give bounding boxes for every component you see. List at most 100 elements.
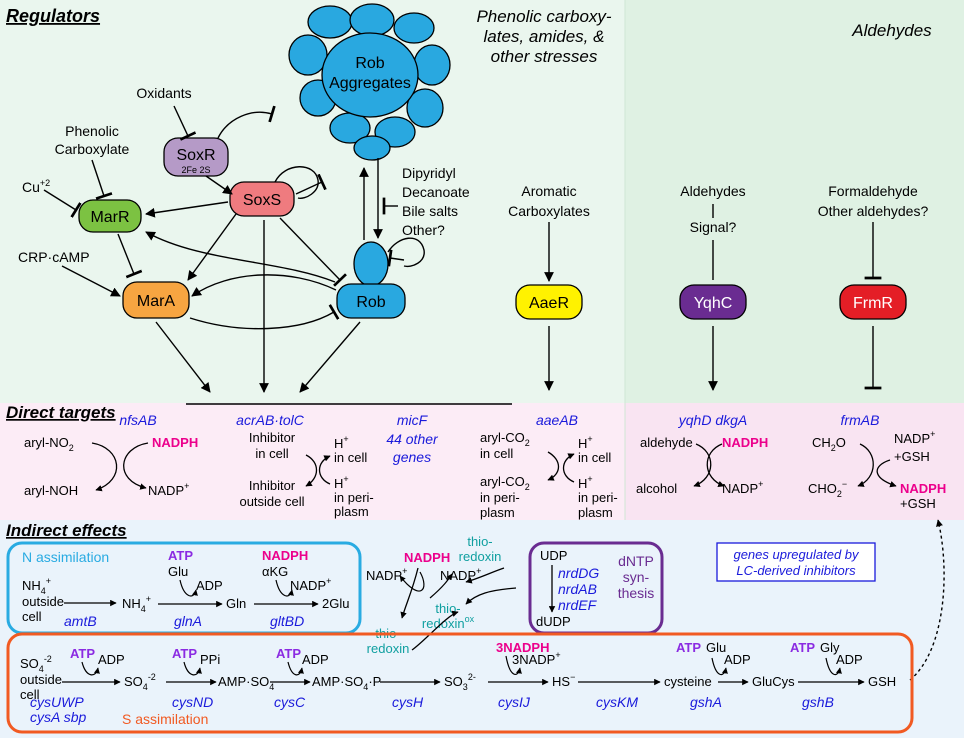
gene-cysuwp: cysUWP [30,694,84,710]
svg-text:NH4+: NH4+ [22,576,51,596]
svg-text:NADP+: NADP+ [366,566,407,583]
svg-text:αKG: αKG [262,564,288,579]
gene-gsha: gshA [690,694,722,710]
svg-text:cell: cell [20,687,40,702]
dudp-label: dUDP [536,614,571,629]
mara-node [122,281,190,319]
soxr-cluster-label: 2Fe 2S [181,165,210,175]
svg-text:NADPH: NADPH [262,548,308,563]
svg-text:outside: outside [20,672,62,687]
svg-text:Phenolic carboxy-: Phenolic carboxy- [476,7,611,26]
svg-text:lates, amides, &: lates, amides, & [484,27,605,46]
regulatory-edges [43,105,882,405]
aromatic-carboxylates-label-2: Carboxylates [508,203,590,219]
yqhd-reaction: aldehyde NADPH alcohol NADP+ [636,435,768,496]
frmr-node [839,284,907,320]
gene-aaeab: aaeAB [536,412,578,428]
svg-text:in cell: in cell [480,446,513,461]
gene-nrdef: nrdEF [558,597,598,613]
formaldehyde-label: Formaldehyde [828,183,918,199]
svg-text:ATP: ATP [276,646,301,661]
copper-label: Cu+2 [22,178,50,195]
svg-text:redoxinox: redoxinox [422,614,475,631]
svg-text:3NADP+: 3NADP+ [512,650,561,667]
svg-text:2Glu: 2Glu [322,596,349,611]
svg-text:HS−: HS− [552,672,575,689]
svg-text:3NADPH: 3NADPH [496,640,549,655]
n-assimilation-pathway: NH4+ outside cell NH4+ ATP Glu ADP Gln N… [22,548,349,624]
yqhc-node [679,284,747,320]
other-genes-2: genes [393,449,431,465]
s-assimilation-title: S assimilation [122,711,208,727]
svg-text:AMP·SO4·P: AMP·SO4·P [312,674,381,692]
svg-text:ATP: ATP [70,646,95,661]
legend-line-2: LC-derived inhibitors [736,563,856,578]
marr-label: MarR [90,209,129,226]
gene-cysa-sbp: cysA sbp [30,709,86,725]
other-aldehydes-label: Other aldehydes? [818,203,929,219]
legend-line-1: genes upregulated by [733,547,860,562]
rob-label: Rob [356,294,385,311]
svg-text:SO4-2: SO4-2 [20,654,52,674]
dntp-label-3: thesis [618,585,655,601]
frmab-reaction: CH2O NADP+ +GSH CHO2− NADPH +GSH [808,429,946,511]
svg-text:Inhibitor: Inhibitor [249,430,296,445]
dntp-label-1: dNTP [618,553,654,569]
gene-glna: glnA [174,613,202,629]
svg-text:CH2O: CH2O [812,435,846,453]
n-assimilation-title: N assimilation [22,549,109,565]
svg-text:plasm: plasm [480,505,515,520]
svg-text:H+: H+ [578,434,593,451]
gene-frmab: frmAB [841,412,880,428]
nfsab-reaction: aryl-NO2 NADPH aryl-NOH NADP+ [24,435,198,498]
svg-text:GSH: GSH [868,674,896,689]
svg-text:Other?: Other? [402,222,445,238]
gene-micf: micF [397,412,429,428]
svg-text:Gln: Gln [226,596,246,611]
svg-text:Dipyridyl: Dipyridyl [402,165,456,181]
svg-text:+GSH: +GSH [900,496,936,511]
svg-text:ADP: ADP [302,652,329,667]
gene-yqhd-dkga: yqhD dkgA [678,412,747,428]
rob-aggregates [288,3,451,161]
aldehydes-signal-label: Aldehydes [680,183,745,199]
svg-text:aryl-CO2: aryl-CO2 [480,474,530,492]
svg-text:thio-: thio- [435,601,460,616]
svg-text:H+: H+ [334,434,349,451]
svg-text:ADP: ADP [196,578,223,593]
s-assimilation-pathway: SO4-2 outside cell ATP ADP SO4-2 ATP PPi… [20,640,896,702]
svg-text:plasm: plasm [334,504,369,519]
frmr-label: FrmR [853,295,893,312]
gene-acrab-tolc: acrAB·tolC [236,412,305,428]
gene-gltbd: gltBD [270,613,304,629]
oxidants-label: Oxidants [136,85,191,101]
svg-text:cell: cell [22,609,42,624]
direct-targets-aldehyde-background [625,403,964,520]
gene-nrdab: nrdAB [558,581,597,597]
rob-node [336,283,406,319]
svg-text:in peri-: in peri- [578,490,618,505]
svg-text:H+: H+ [334,474,349,491]
svg-text:Gly: Gly [820,640,840,655]
gene-nrddg: nrdDG [558,565,599,581]
svg-text:NADP+: NADP+ [722,479,763,496]
gene-cysc: cysC [274,694,306,710]
section-title-indirect-effects: Indirect effects [6,521,127,540]
svg-text:in cell: in cell [578,450,611,465]
soxs-label: SoxS [243,192,281,209]
svg-text:NADPH: NADPH [722,435,768,450]
svg-text:redoxin: redoxin [459,549,502,564]
svg-text:SO4-2: SO4-2 [124,672,156,692]
svg-text:ADP: ADP [98,652,125,667]
gene-cyskm: cysKM [596,694,638,710]
svg-text:ATP: ATP [168,548,193,563]
svg-text:in cell: in cell [255,446,288,461]
svg-text:GluCys: GluCys [752,674,795,689]
yqhc-label: YqhC [694,295,733,312]
acrab-reaction: Inhibitor in cell Inhibitor outside cell… [239,430,373,519]
svg-text:alcohol: alcohol [636,481,677,496]
svg-text:ATP: ATP [676,640,701,655]
aromatic-carboxylates-label-1: Aromatic [521,183,576,199]
